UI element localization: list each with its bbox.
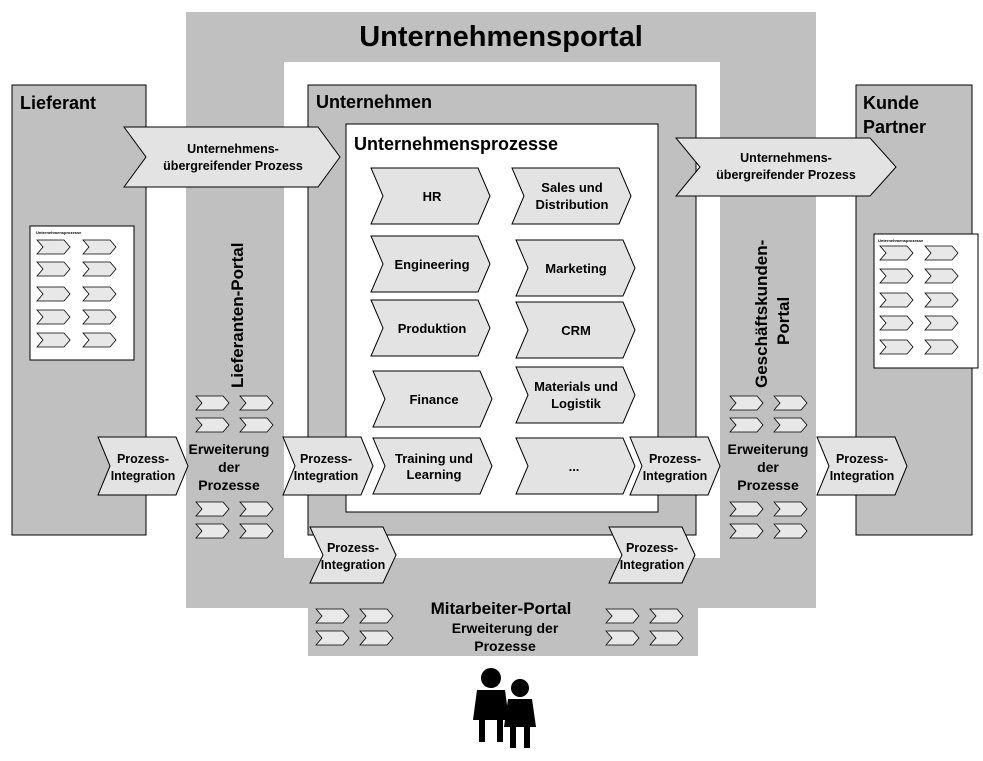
process-materials[interactable]: Materials und Logistik xyxy=(515,366,636,424)
supplier-portal-label: Lieferanten-Portal xyxy=(228,243,247,388)
process-more[interactable]: ... xyxy=(515,437,636,495)
svg-text:Training und: Training und xyxy=(395,451,473,466)
employee-extension-line2: Prozesse xyxy=(474,638,536,654)
integration-arrow-enterprise-right: Prozess- Integration xyxy=(629,436,721,496)
svg-text:Prozess-: Prozess- xyxy=(117,452,169,466)
enterprise-title: Unternehmen xyxy=(316,92,432,112)
customer-portal-label-line2: Portal xyxy=(774,297,793,345)
svg-text:Engineering: Engineering xyxy=(394,257,469,272)
process-hr[interactable]: HR xyxy=(370,167,491,225)
svg-text:Integration: Integration xyxy=(111,469,176,483)
process-training[interactable]: Training und Learning xyxy=(372,437,493,495)
svg-text:Prozess-: Prozess- xyxy=(836,452,888,466)
svg-text:Sales und: Sales und xyxy=(541,180,602,195)
svg-text:übergreifender Prozess: übergreifender Prozess xyxy=(163,159,303,173)
customer-portal-label-line1: Geschäftskunden- xyxy=(752,240,771,388)
svg-text:Unternehmens-: Unternehmens- xyxy=(187,142,279,156)
employee-portal-label: Mitarbeiter-Portal xyxy=(431,599,572,618)
svg-text:Integration: Integration xyxy=(830,469,895,483)
svg-text:Materials und: Materials und xyxy=(534,379,618,394)
svg-text:Logistik: Logistik xyxy=(551,396,602,411)
svg-text:Integration: Integration xyxy=(643,469,708,483)
svg-text:Learning: Learning xyxy=(407,467,462,482)
svg-text:übergreifender Prozess: übergreifender Prozess xyxy=(716,168,856,182)
integration-arrow-bottom-right: Prozess- Integration xyxy=(608,526,696,584)
enterprise-processes-title: Unternehmensprozesse xyxy=(354,134,558,154)
portal-title: Unternehmensportal xyxy=(359,21,643,53)
svg-text:Prozess-: Prozess- xyxy=(626,541,678,555)
svg-text:Unternehmensprozesse: Unternehmensprozesse xyxy=(36,230,82,235)
process-finance[interactable]: Finance xyxy=(372,370,493,428)
svg-text:Unternehmensprozesse: Unternehmensprozesse xyxy=(878,238,924,243)
cross-process-arrow-right: Unternehmens- übergreifender Prozess xyxy=(674,137,897,197)
process-marketing[interactable]: Marketing xyxy=(515,239,636,297)
supplier-title: Lieferant xyxy=(20,93,96,113)
svg-text:Unternehmens-: Unternehmens- xyxy=(740,151,832,165)
svg-text:CRM: CRM xyxy=(561,323,591,338)
customer-extension-label: Erweiterung der Prozesse xyxy=(728,441,809,493)
svg-text:Distribution: Distribution xyxy=(536,197,609,212)
svg-text:Prozess-: Prozess- xyxy=(327,541,379,555)
svg-text:der: der xyxy=(757,459,779,475)
svg-text:Erweiterung: Erweiterung xyxy=(728,441,809,457)
supplier-extension-label: Erweiterung der Prozesse xyxy=(189,441,270,493)
customer-title-line2: Partner xyxy=(863,117,926,137)
customer-title-line1: Kunde xyxy=(863,93,919,113)
svg-text:Integration: Integration xyxy=(620,558,685,572)
svg-text:Integration: Integration xyxy=(294,469,359,483)
svg-text:...: ... xyxy=(569,459,580,474)
svg-text:Prozesse: Prozesse xyxy=(198,477,260,493)
svg-text:Prozess-: Prozess- xyxy=(649,452,701,466)
customer-process-doc: Unternehmensprozesse xyxy=(873,233,979,369)
process-crm[interactable]: CRM xyxy=(515,301,636,359)
svg-text:Marketing: Marketing xyxy=(545,261,606,276)
employees-icon xyxy=(473,668,536,748)
svg-text:Integration: Integration xyxy=(321,558,386,572)
process-engineering[interactable]: Engineering xyxy=(370,235,491,293)
process-sales[interactable]: Sales und Distribution xyxy=(511,167,632,225)
svg-text:Finance: Finance xyxy=(409,392,458,407)
svg-text:Produktion: Produktion xyxy=(398,321,467,336)
supplier-process-doc: Unternehmensprozesse xyxy=(29,225,135,361)
cross-process-arrow-left: Unternehmens- übergreifender Prozess xyxy=(123,126,341,188)
svg-text:Prozesse: Prozesse xyxy=(737,477,799,493)
svg-text:der: der xyxy=(218,459,240,475)
svg-text:Prozess-: Prozess- xyxy=(300,452,352,466)
integration-arrow-supplier: Prozess- Integration xyxy=(97,436,189,496)
svg-text:HR: HR xyxy=(423,189,442,204)
employee-extension-line1: Erweiterung der xyxy=(452,620,559,636)
integration-arrow-enterprise-left: Prozess- Integration xyxy=(282,436,374,496)
integration-arrow-customer: Prozess- Integration xyxy=(816,436,908,496)
integration-arrow-bottom-left: Prozess- Integration xyxy=(309,526,397,584)
process-produktion[interactable]: Produktion xyxy=(370,299,491,357)
svg-text:Erweiterung: Erweiterung xyxy=(189,441,270,457)
